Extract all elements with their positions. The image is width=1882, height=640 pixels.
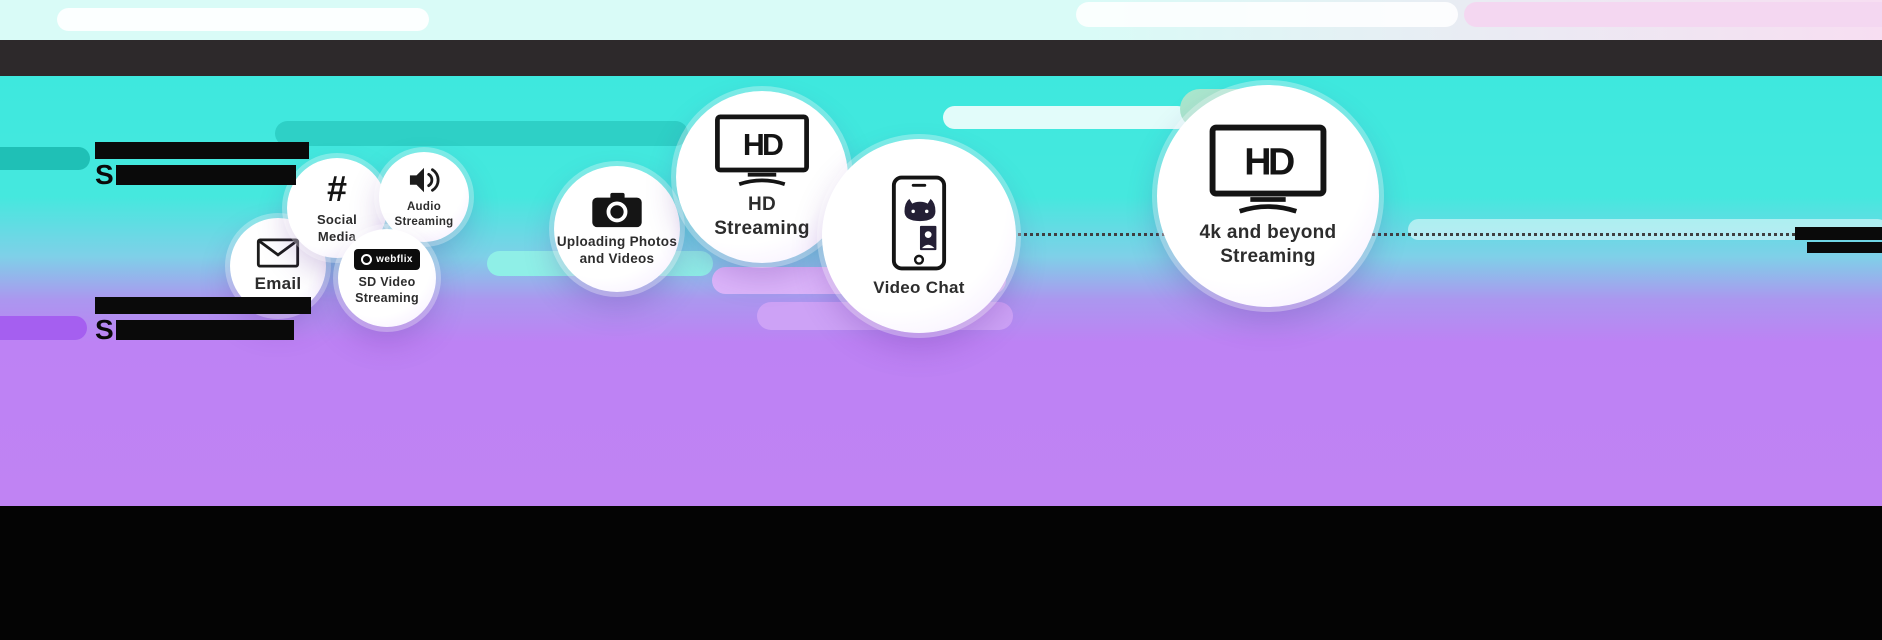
webflix-brand-text: webflix	[376, 253, 413, 265]
right-redacted-label	[1795, 227, 1882, 253]
hd-tv-icon: HD	[714, 114, 810, 188]
dotted-leader-line	[1005, 233, 1815, 236]
bubble-label: Uploading Photos and Videos	[556, 233, 678, 266]
caller-thumbnail-icon	[918, 223, 939, 252]
bubble-sd-video-streaming: webflix SD Video Streaming	[338, 229, 436, 327]
hd-screen-text: HD	[743, 129, 783, 162]
bottom-black-bar	[0, 506, 1882, 640]
hd-screen-text: HD	[1244, 140, 1294, 182]
camera-icon	[591, 191, 643, 229]
redacted-text-bar	[115, 319, 294, 340]
webflix-logo: webflix	[354, 249, 420, 271]
speaker-icon	[407, 165, 441, 195]
video-chat-phone-icon	[890, 174, 948, 272]
decorative-pill	[0, 316, 87, 340]
redacted-text-bar	[95, 142, 309, 159]
top-dark-bar	[0, 40, 1882, 76]
bubble-label: Video Chat	[873, 277, 965, 297]
bubble-label: SD Video Streaming	[355, 275, 419, 305]
decorative-pill	[1076, 2, 1458, 27]
webflix-dot-icon	[361, 254, 373, 266]
redacted-text-bar	[115, 164, 296, 185]
bubble-label: 4k and beyond Streaming	[1199, 221, 1337, 267]
bubble-video-chat: Video Chat	[822, 139, 1016, 333]
bubble-label: Audio Streaming	[394, 201, 454, 228]
bubble-label: HD Streaming	[714, 193, 810, 239]
tier-prefix-letter: S	[95, 314, 114, 345]
decorative-pill	[1464, 2, 1882, 27]
bubble-4k-streaming: HD 4k and beyond Streaming	[1157, 85, 1379, 307]
redacted-text-bar	[1807, 242, 1882, 253]
tier-heading-1: S	[95, 142, 309, 190]
bubble-hd-streaming: HD HD Streaming	[676, 91, 848, 263]
bubble-uploading: Uploading Photos and Videos	[554, 166, 680, 292]
hd-tv-icon: HD	[1208, 124, 1328, 216]
envelope-icon	[256, 238, 300, 268]
decorative-pill	[0, 147, 90, 170]
bubble-label: Social Media	[316, 212, 358, 244]
tier-heading-2: S	[95, 297, 311, 345]
tier-prefix-letter: S	[95, 159, 114, 190]
bubble-audio-streaming: Audio Streaming	[379, 152, 469, 242]
decorative-pill	[275, 121, 688, 146]
hashtag-icon: #	[326, 168, 348, 210]
bubble-label: Email	[254, 273, 302, 293]
redacted-text-bar	[95, 297, 311, 314]
decorative-pill	[57, 8, 429, 31]
decorative-pill	[943, 106, 1189, 129]
cat-face-icon	[904, 198, 936, 221]
redacted-text-bar	[1795, 227, 1882, 240]
